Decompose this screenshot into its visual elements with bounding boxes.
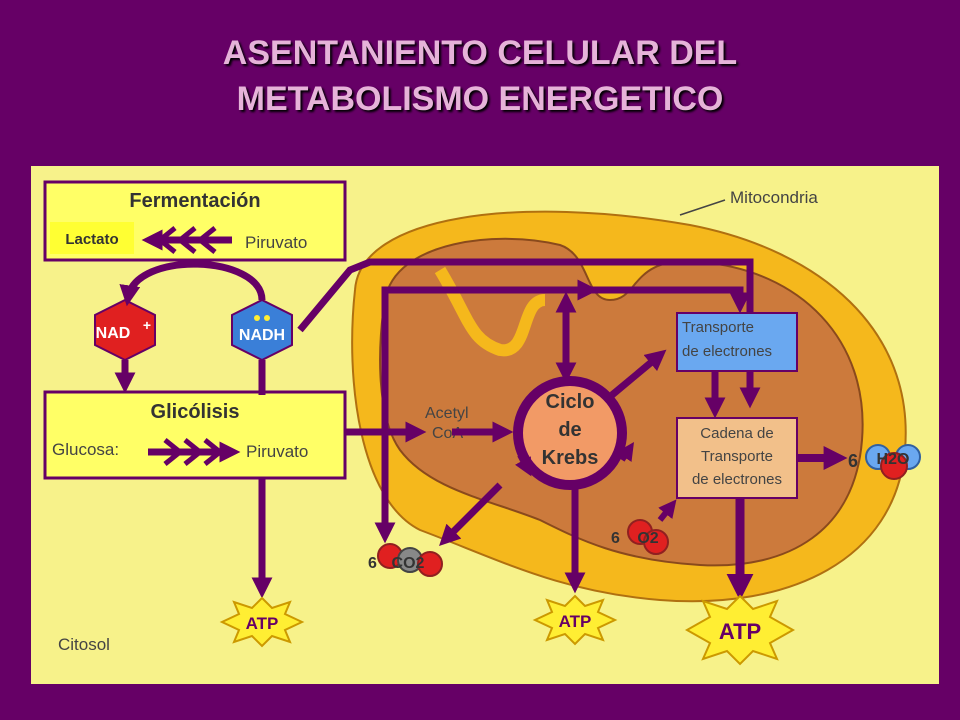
- chain-label-line-3: de electrones: [692, 471, 782, 488]
- atp-burst-krebs: [532, 594, 618, 646]
- nad-label: NAD: [96, 325, 131, 342]
- glycolysis-box: [43, 390, 347, 480]
- glucose-label: Glucosa:: [52, 440, 119, 459]
- transport-label-line-1: Transporte: [682, 319, 754, 336]
- glycolysis-title: Glicólisis: [151, 401, 240, 423]
- krebs-to-co2-arrow: [439, 482, 503, 546]
- electron-dot: [264, 315, 270, 321]
- nad-superscript: +: [143, 317, 151, 333]
- co2-oxygen-atom: [417, 551, 443, 577]
- water-oxygen-atom: [880, 452, 908, 480]
- electron-dot: [254, 315, 260, 321]
- mitochondria-pointer: [679, 199, 726, 216]
- krebs-cycle-arrow: [616, 442, 634, 462]
- atp-burst-glycolysis: [219, 596, 305, 648]
- krebs-to-transport-arrow: [609, 349, 667, 398]
- lactate-label: Lactato: [65, 231, 118, 248]
- oxygen-atom: [643, 529, 669, 555]
- transport-label-line-2: de electrones: [682, 343, 772, 360]
- atp-burst-chain: [684, 594, 796, 666]
- chain-label-line-2: Transporte: [701, 448, 773, 465]
- nadh-to-nad-arrow: [119, 260, 266, 307]
- pyruvate-fermentation-label: Piruvato: [245, 233, 307, 252]
- atp-label-chain: ATP: [719, 619, 761, 644]
- title-line-2: METABOLISMO ENERGETICO: [236, 80, 724, 118]
- glycolysis-chevrons: [163, 438, 225, 466]
- page-title: ASENTANIENTO CELULAR DEL METABOLISMO ENE…: [0, 30, 960, 122]
- oxygen-label: O2: [637, 530, 658, 547]
- electron-transport-box: [676, 312, 798, 372]
- co2-coefficient: 6: [368, 555, 377, 572]
- title-line-1: ASENTANIENTO CELULAR DEL: [222, 34, 738, 72]
- atp-label-krebs: ATP: [559, 612, 592, 631]
- mitochondrion-crista: [434, 266, 547, 357]
- atp-label-glycolysis: ATP: [246, 614, 279, 633]
- pyruvate-glycolysis-label: Piruvato: [246, 442, 308, 461]
- mitochondria-label: Mitocondria: [730, 188, 818, 207]
- krebs-label-line-1: Ciclo: [546, 391, 595, 413]
- oxygen-to-chain-arrow: [657, 499, 677, 522]
- electron-chain-box: [676, 417, 798, 499]
- cytosol-label: Citosol: [58, 635, 110, 654]
- krebs-label-line-3: Krebs: [542, 447, 599, 469]
- oxygen-coefficient: 6: [611, 530, 620, 547]
- co2-label: CO2: [392, 555, 425, 572]
- fermentation-chevrons: [155, 226, 217, 254]
- water-label: H2O: [877, 451, 910, 468]
- chain-label-line-1: Cadena de: [700, 425, 773, 442]
- nadh-label: NADH: [239, 327, 285, 344]
- acetyl-label: Acetyl: [425, 405, 469, 422]
- water-coefficient: 6: [848, 451, 858, 471]
- lactate-box: [50, 222, 134, 254]
- krebs-label-line-2: de: [558, 419, 581, 441]
- krebs-cycle-arrow: [514, 453, 532, 477]
- fermentation-title: Fermentación: [129, 190, 260, 212]
